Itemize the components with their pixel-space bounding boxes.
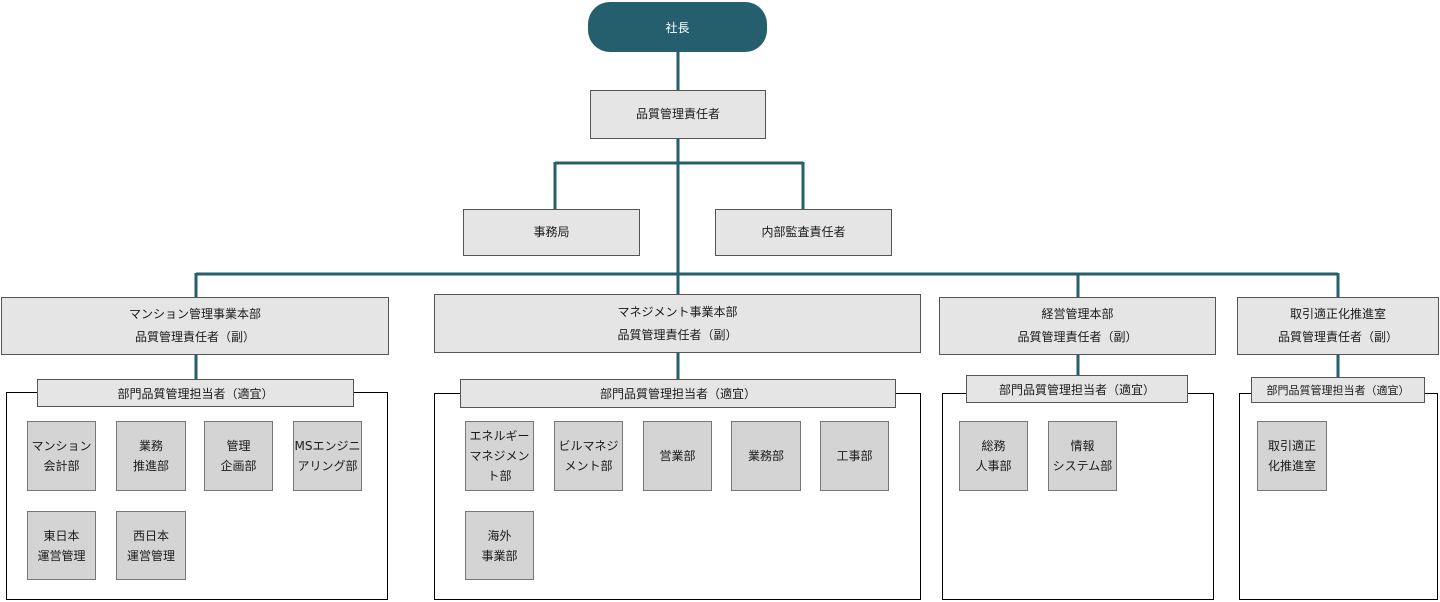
unit-label: 管理 企画部	[220, 439, 257, 473]
unit-box: 営業部	[643, 421, 712, 491]
unit-box: 情報 システム部	[1048, 421, 1117, 491]
unit-box: マンション 会計部	[27, 421, 96, 491]
unit-box: 西日本 運営管理	[116, 511, 186, 580]
division-sub-management: 部門品質管理担当者（適宜）	[460, 379, 896, 408]
division-head-management: マネジメント事業本部 品質管理責任者（副）	[434, 294, 921, 353]
division-head-label: マネジメント事業本部 品質管理責任者（副）	[617, 304, 738, 342]
secretariat-label: 事務局	[533, 225, 570, 239]
division-sub-mansion: 部門品質管理担当者（適宜）	[37, 379, 354, 407]
division-sub-fair-trade: 部門品質管理担当者（適宜）	[1251, 377, 1425, 403]
division-head-label: 取引適正化推進室 品質管理責任者（副）	[1277, 307, 1398, 344]
unit-label: 営業部	[659, 449, 696, 463]
unit-label: マンション 会計部	[31, 439, 92, 473]
unit-label: 取引適正 化推進室	[1267, 439, 1316, 473]
division-sub-corporate: 部門品質管理担当者（適宜）	[966, 375, 1188, 403]
division-head-mansion: マンション管理事業本部 品質管理責任者（副）	[1, 297, 389, 355]
unit-label: 海外 事業部	[481, 528, 518, 563]
unit-box: 東日本 運営管理	[27, 511, 96, 580]
quality-manager-node: 品質管理責任者	[590, 90, 766, 139]
division-head-label: マンション管理事業本部 品質管理責任者（副）	[128, 307, 261, 344]
division-head-corporate: 経営管理本部 品質管理責任者（副）	[939, 297, 1216, 355]
unit-label: 業務部	[747, 449, 784, 463]
unit-label: MSエンジニ アリング部	[294, 439, 361, 473]
unit-box: エネルギー マネジメント部	[465, 421, 534, 491]
unit-box: 業務 推進部	[116, 421, 186, 491]
president-node: 社長	[588, 2, 767, 52]
unit-box: 工事部	[820, 421, 889, 491]
unit-label: エネルギー マネジメント部	[469, 429, 530, 483]
unit-box: 管理 企画部	[204, 421, 273, 491]
unit-box: 海外 事業部	[465, 511, 534, 580]
quality-manager-label: 品質管理責任者	[635, 107, 720, 121]
division-sub-label: 部門品質管理担当者（適宜）	[1266, 384, 1410, 397]
unit-label: 西日本 運営管理	[126, 528, 175, 563]
division-sub-label: 部門品質管理担当者（適宜）	[998, 382, 1155, 397]
division-sub-label: 部門品質管理担当者（適宜）	[117, 386, 274, 401]
division-head-fair-trade: 取引適正化推進室 品質管理責任者（副）	[1237, 297, 1439, 355]
unit-label: ビルマネジ メント部	[558, 439, 619, 473]
internal-audit-node: 内部監査責任者	[715, 209, 892, 256]
unit-label: 情報 システム部	[1052, 439, 1113, 473]
unit-box: 総務 人事部	[959, 421, 1028, 491]
internal-audit-label: 内部監査責任者	[761, 225, 846, 239]
unit-label: 工事部	[836, 449, 873, 463]
unit-label: 総務 人事部	[975, 439, 1012, 473]
unit-label: 東日本 運営管理	[37, 528, 86, 563]
unit-box: 取引適正 化推進室	[1257, 421, 1327, 491]
unit-label: 業務 推進部	[132, 439, 169, 473]
unit-box: ビルマネジ メント部	[554, 421, 623, 491]
division-head-label: 経営管理本部 品質管理責任者（副）	[1017, 307, 1138, 344]
unit-box: 業務部	[731, 421, 801, 491]
unit-box: MSエンジニ アリング部	[293, 421, 362, 491]
division-sub-label: 部門品質管理担当者（適宜）	[599, 387, 756, 401]
secretariat-node: 事務局	[463, 209, 640, 256]
president-label: 社長	[665, 20, 690, 35]
